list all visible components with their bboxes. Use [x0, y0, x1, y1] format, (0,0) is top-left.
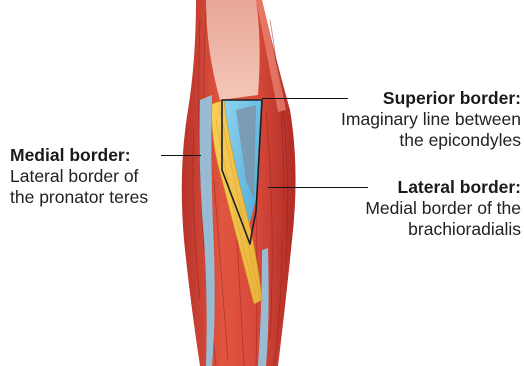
superior-leader-line: [262, 98, 348, 99]
lateral-leader-line: [268, 187, 368, 188]
medial-border-line2: the pronator teres: [10, 187, 148, 208]
lateral-border-label: Lateral border: Medial border of the bra…: [365, 177, 521, 240]
medial-leader-line: [161, 155, 201, 156]
medial-border-label: Medial border: Lateral border of the pro…: [10, 145, 148, 208]
medial-border-heading: Medial border:: [10, 145, 148, 166]
lateral-border-heading: Lateral border:: [365, 177, 521, 198]
superior-border-line2: the epicondyles: [341, 130, 521, 151]
lateral-border-line2: brachioradialis: [365, 219, 521, 240]
superior-border-heading: Superior border:: [341, 88, 521, 109]
superior-border-label: Superior border: Imaginary line between …: [341, 88, 521, 151]
lateral-border-line1: Medial border of the: [365, 198, 521, 219]
superior-border-line1: Imaginary line between: [341, 109, 521, 130]
medial-border-line1: Lateral border of: [10, 166, 148, 187]
